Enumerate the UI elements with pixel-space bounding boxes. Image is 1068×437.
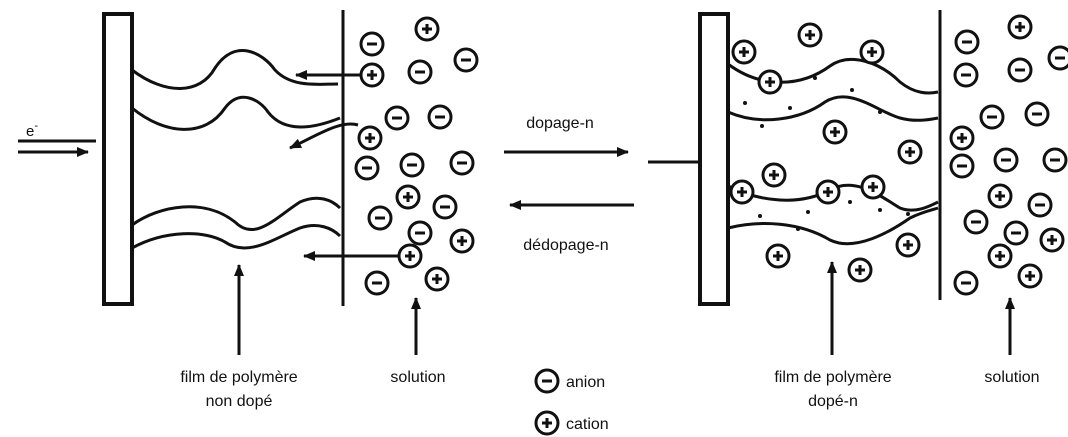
cation-ion (1007, 14, 1033, 40)
anion-ion (953, 270, 979, 296)
solution-label-left: solution (390, 369, 445, 386)
electron-label: e- (26, 120, 38, 140)
anion-ion (354, 155, 380, 181)
anion-ion (399, 152, 425, 178)
cation-ion (359, 62, 385, 88)
dopage-label: dopage-n (526, 115, 594, 132)
polymer-film-undoped (131, 49, 342, 250)
cation-ion (949, 125, 975, 151)
anion-ion (359, 31, 385, 57)
anion-ion (407, 59, 433, 85)
anion-ion (427, 104, 453, 130)
legend: anion cation (534, 368, 609, 436)
cation-ion (1017, 263, 1043, 289)
solution-ions-left (354, 16, 479, 296)
reaction-arrows: dopage-n dédopage-n (504, 115, 634, 254)
cation-ion (761, 162, 787, 188)
anion-ion (1042, 147, 1068, 173)
film-label-left-1: film de polymère (180, 369, 297, 386)
cation-ion (987, 243, 1013, 269)
cation-ion (449, 228, 475, 254)
cation-ion (395, 184, 421, 210)
anion-ion (453, 47, 479, 73)
anion-ion (979, 104, 1005, 130)
legend-cation-label: cation (566, 416, 609, 433)
cation-ion (765, 243, 791, 269)
anion-ion (1024, 101, 1050, 127)
anion-ion (384, 105, 410, 131)
anion-ion (953, 62, 979, 88)
cation-ion (757, 69, 783, 95)
cation-arrows-left (289, 70, 398, 261)
cation-ion (797, 22, 823, 48)
anion-ion (367, 205, 393, 231)
cation-ion (987, 183, 1013, 209)
dopant-dots (743, 76, 910, 231)
solution-label-right: solution (984, 369, 1039, 386)
anion-ion (1003, 220, 1029, 246)
cation-ion (859, 39, 885, 65)
legend-anion-label: anion (566, 374, 605, 391)
anion-ion (432, 194, 458, 220)
cation-ion (847, 257, 873, 283)
anion-ion (993, 147, 1019, 173)
anion-ion (1007, 57, 1033, 83)
cation-ion (424, 266, 450, 292)
film-label-right-2: dopé-n (808, 393, 858, 410)
anion-ion (1027, 192, 1053, 218)
cation-ion (860, 174, 886, 200)
film-cations (729, 22, 923, 283)
cation-ion (397, 243, 423, 269)
anion-ion (963, 209, 989, 235)
anion-ion (954, 29, 980, 55)
film-label-left-2: non dopé (206, 393, 273, 410)
film-label-right-1: film de polymère (774, 369, 891, 386)
legend-anion-symbol (534, 368, 560, 394)
anion-ion (1047, 45, 1068, 71)
legend-cation-symbol (534, 410, 560, 436)
anion-ion (364, 270, 390, 296)
anion-ion (449, 150, 475, 176)
solution-ions-right (949, 14, 1068, 296)
cation-ion (414, 16, 440, 42)
cation-ion (357, 125, 383, 151)
anion-ion (949, 153, 975, 179)
cation-ion (731, 39, 757, 65)
cation-ion (897, 139, 923, 165)
cation-ion (1039, 227, 1065, 253)
right-panel: film de polymère dopé-n solution (648, 10, 1068, 410)
cation-ion (729, 179, 755, 205)
electrode-right (698, 12, 730, 306)
cation-ion (815, 179, 841, 205)
cation-ion (822, 119, 848, 145)
left-panel: e- (18, 10, 479, 410)
electrode-left (102, 12, 134, 306)
dedopage-label: dédopage-n (523, 237, 608, 254)
anion-ion (407, 220, 433, 246)
cation-ion (895, 232, 921, 258)
